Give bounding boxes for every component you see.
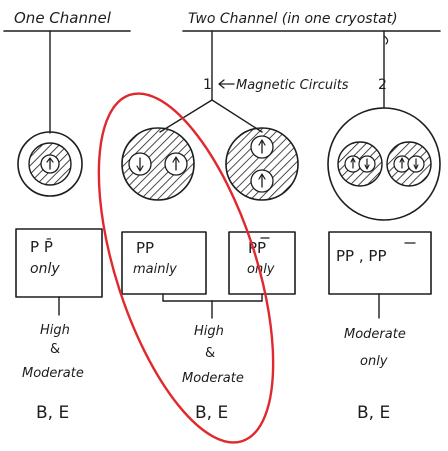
box-pp-mainly: PP mainly xyxy=(121,231,207,295)
magnetic-circuit-arrowhead xyxy=(218,79,225,89)
circuit1-branch-right xyxy=(211,99,263,133)
magnetic-circuit-number-1: 1 xyxy=(203,77,212,93)
col1-condition-line1: High xyxy=(40,323,70,338)
circuit2-magnet-dual xyxy=(327,107,441,221)
col1-condition-line3: Moderate xyxy=(22,366,84,381)
header-one-channel: One Channel xyxy=(14,9,112,27)
col2-condition: High & Moderate xyxy=(182,324,244,386)
circuit1-magnet-horizontal xyxy=(121,127,195,201)
circuit2-top-mark xyxy=(383,35,389,45)
col1-footer: B, E xyxy=(36,403,69,423)
col1-condition-line2: & xyxy=(50,342,60,357)
box4-line1: PP , PP xyxy=(336,247,387,265)
col2-footer: B, E xyxy=(195,403,228,423)
col1-condition: High & Moderate xyxy=(22,323,84,381)
header-two-channel: Two Channel (in one cryostat) xyxy=(188,11,398,27)
box2-line1: PP xyxy=(136,239,154,257)
col3-footer: B, E xyxy=(357,403,390,423)
col2-condition-line3: Moderate xyxy=(182,371,244,386)
one-channel-magnet xyxy=(17,131,83,197)
col2-condition-line1: High xyxy=(194,324,224,339)
col2-condition-line2: & xyxy=(205,346,215,361)
box-pp-and-pp-bar: PP , PP xyxy=(328,231,432,295)
col3-condition-line1: Moderate xyxy=(344,327,406,342)
box-pp-only: PP only xyxy=(228,231,296,295)
box3-line2: only xyxy=(247,262,275,277)
box2-line2: mainly xyxy=(133,262,177,277)
circuit1-branch-left xyxy=(159,99,213,133)
box-pp-bar-only: P P̄ only xyxy=(15,228,103,298)
col3-condition-line2: only xyxy=(360,354,388,369)
highlight-ellipse xyxy=(97,92,275,444)
box1-line2: only xyxy=(30,261,60,277)
col3-condition: Moderate only xyxy=(344,327,406,369)
magnetic-circuit-number-2: 2 xyxy=(378,77,387,93)
magnetic-circuits-label: Magnetic Circuits xyxy=(236,78,349,93)
circuit1-magnet-vertical xyxy=(225,127,299,201)
box1-line1: P P̄ xyxy=(30,237,53,256)
